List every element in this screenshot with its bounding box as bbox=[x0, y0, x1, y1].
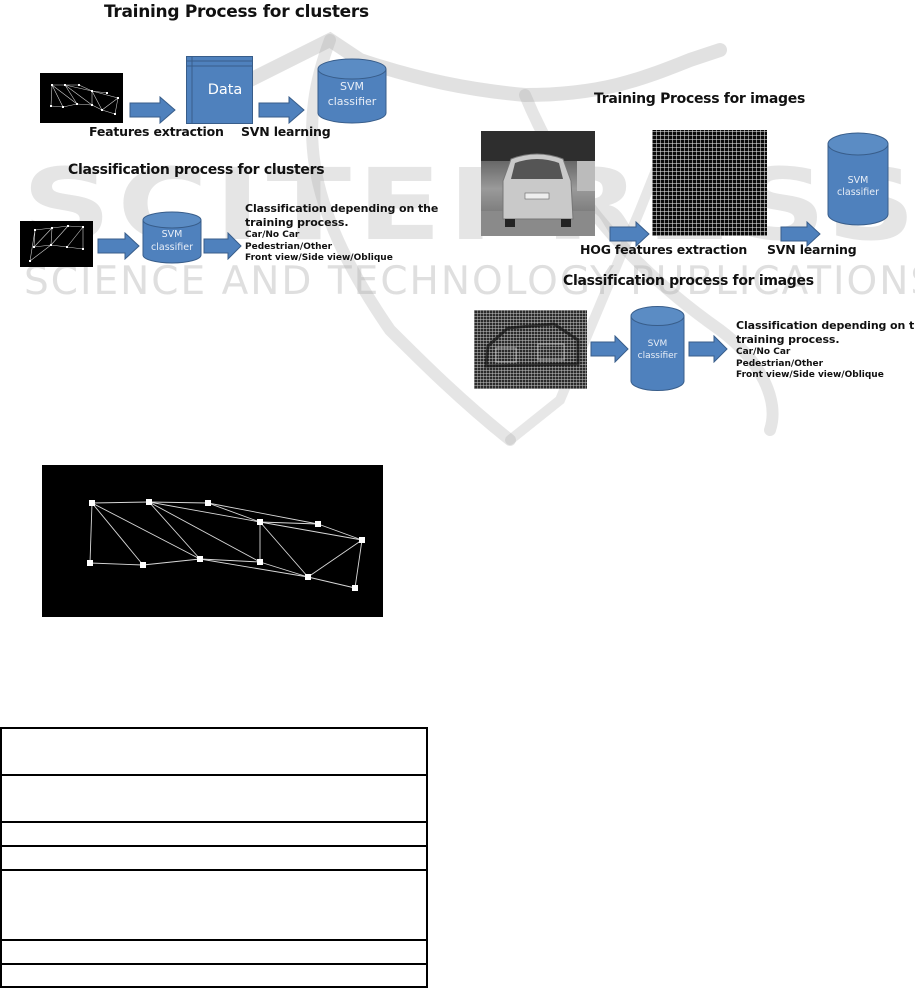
arrow-right-icon bbox=[203, 232, 242, 260]
table-row bbox=[0, 963, 428, 988]
classifier-label-line1: SVM bbox=[647, 339, 668, 349]
classifier-label: SVM classifier bbox=[630, 338, 685, 362]
classifier-label-line2: classifier bbox=[327, 95, 377, 108]
graph-node bbox=[257, 519, 263, 525]
graph-node bbox=[197, 556, 203, 562]
graph-node bbox=[89, 500, 95, 506]
classifier-label-line2: classifier bbox=[837, 187, 879, 198]
cluster-thumbnail bbox=[40, 73, 123, 123]
watermark-logo bbox=[233, 31, 779, 446]
arrow-right-icon bbox=[688, 335, 728, 363]
data-table-icon bbox=[186, 56, 253, 124]
classifier-label-line2: classifier bbox=[637, 351, 678, 361]
arrow-right-icon bbox=[780, 221, 821, 247]
cluster-graph-nodes bbox=[87, 499, 365, 591]
svn-learning-caption: SVN learning bbox=[767, 242, 857, 257]
table-row bbox=[0, 727, 428, 776]
hog-features-extraction-caption: HOG features extraction bbox=[580, 242, 748, 257]
arrow-right-icon bbox=[129, 96, 176, 124]
graph-node bbox=[352, 585, 358, 591]
data-label: Data bbox=[207, 82, 243, 98]
cluster-graph-background bbox=[42, 465, 383, 617]
hog-features-image bbox=[652, 130, 767, 236]
result-heading-line2: training process. bbox=[245, 216, 349, 229]
result-option: Front view/Side view/Oblique bbox=[736, 370, 884, 380]
classifier-label-line1: SVM bbox=[847, 175, 869, 186]
result-option: Car/No Car bbox=[736, 347, 791, 357]
data-table bbox=[0, 727, 428, 988]
result-heading-line2: training process. bbox=[736, 333, 840, 346]
images-result-description: Classification depending on the training… bbox=[736, 319, 915, 382]
database-cylinder-icon bbox=[630, 306, 685, 391]
table-cell bbox=[0, 963, 428, 988]
arrow-right-icon bbox=[258, 96, 305, 124]
clusters-result-description: Classification depending on the training… bbox=[245, 202, 438, 265]
car-photo bbox=[481, 131, 595, 236]
result-heading-line1: Classification depending on the bbox=[245, 202, 439, 215]
table-row bbox=[0, 869, 428, 941]
arrow-right-icon bbox=[609, 221, 650, 247]
table-row bbox=[0, 939, 428, 965]
table-row bbox=[0, 845, 428, 871]
result-option: Car/No Car bbox=[245, 230, 300, 240]
hog-car-image bbox=[474, 310, 587, 389]
classifier-label-line1: SVM bbox=[161, 229, 183, 240]
graph-node bbox=[205, 500, 211, 506]
classifier-label: SVM classifier bbox=[142, 228, 202, 254]
table-cell bbox=[0, 845, 428, 871]
arrow-right-icon bbox=[590, 335, 629, 363]
table-row bbox=[0, 821, 428, 847]
database-cylinder-icon bbox=[827, 132, 889, 226]
result-option: Pedestrian/Other bbox=[245, 241, 333, 252]
features-extraction-caption: Features extraction bbox=[89, 124, 224, 139]
graph-node bbox=[140, 562, 146, 568]
classifier-label-line1: SVM bbox=[340, 80, 364, 93]
images-training-title: Training Process for images bbox=[594, 91, 805, 107]
table-row bbox=[0, 774, 428, 823]
classifier-label: SVM classifier bbox=[827, 175, 889, 199]
graph-node bbox=[257, 559, 263, 565]
database-cylinder-icon bbox=[317, 58, 387, 124]
graph-node bbox=[87, 560, 93, 566]
classifier-label-line2: classifier bbox=[151, 242, 193, 253]
cluster-graph-edges bbox=[89, 501, 363, 589]
graph-node bbox=[315, 521, 321, 527]
table-cell bbox=[0, 774, 428, 823]
clusters-training-title: Training Process for clusters bbox=[104, 2, 369, 22]
table-cell bbox=[0, 821, 428, 847]
result-option: Front view/Side view/Oblique bbox=[245, 253, 393, 263]
cluster-thumbnail bbox=[20, 221, 93, 267]
result-option: Pedestrian/Other bbox=[736, 358, 824, 369]
arrow-right-icon bbox=[97, 232, 140, 260]
graph-node bbox=[146, 499, 152, 505]
classifier-label: SVM classifier bbox=[317, 79, 387, 109]
cluster-graph-figure bbox=[42, 465, 383, 617]
table-cell bbox=[0, 727, 428, 776]
graph-node bbox=[359, 537, 365, 543]
table-cell bbox=[0, 939, 428, 965]
images-classification-title: Classification process for images bbox=[563, 273, 814, 289]
result-heading-line1: Classification depending on the bbox=[736, 319, 915, 332]
svn-learning-caption: SVN learning bbox=[241, 124, 331, 139]
table-cell bbox=[0, 869, 428, 941]
clusters-classification-title: Classification process for clusters bbox=[68, 162, 325, 178]
database-cylinder-icon bbox=[142, 211, 202, 264]
graph-node bbox=[305, 574, 311, 580]
